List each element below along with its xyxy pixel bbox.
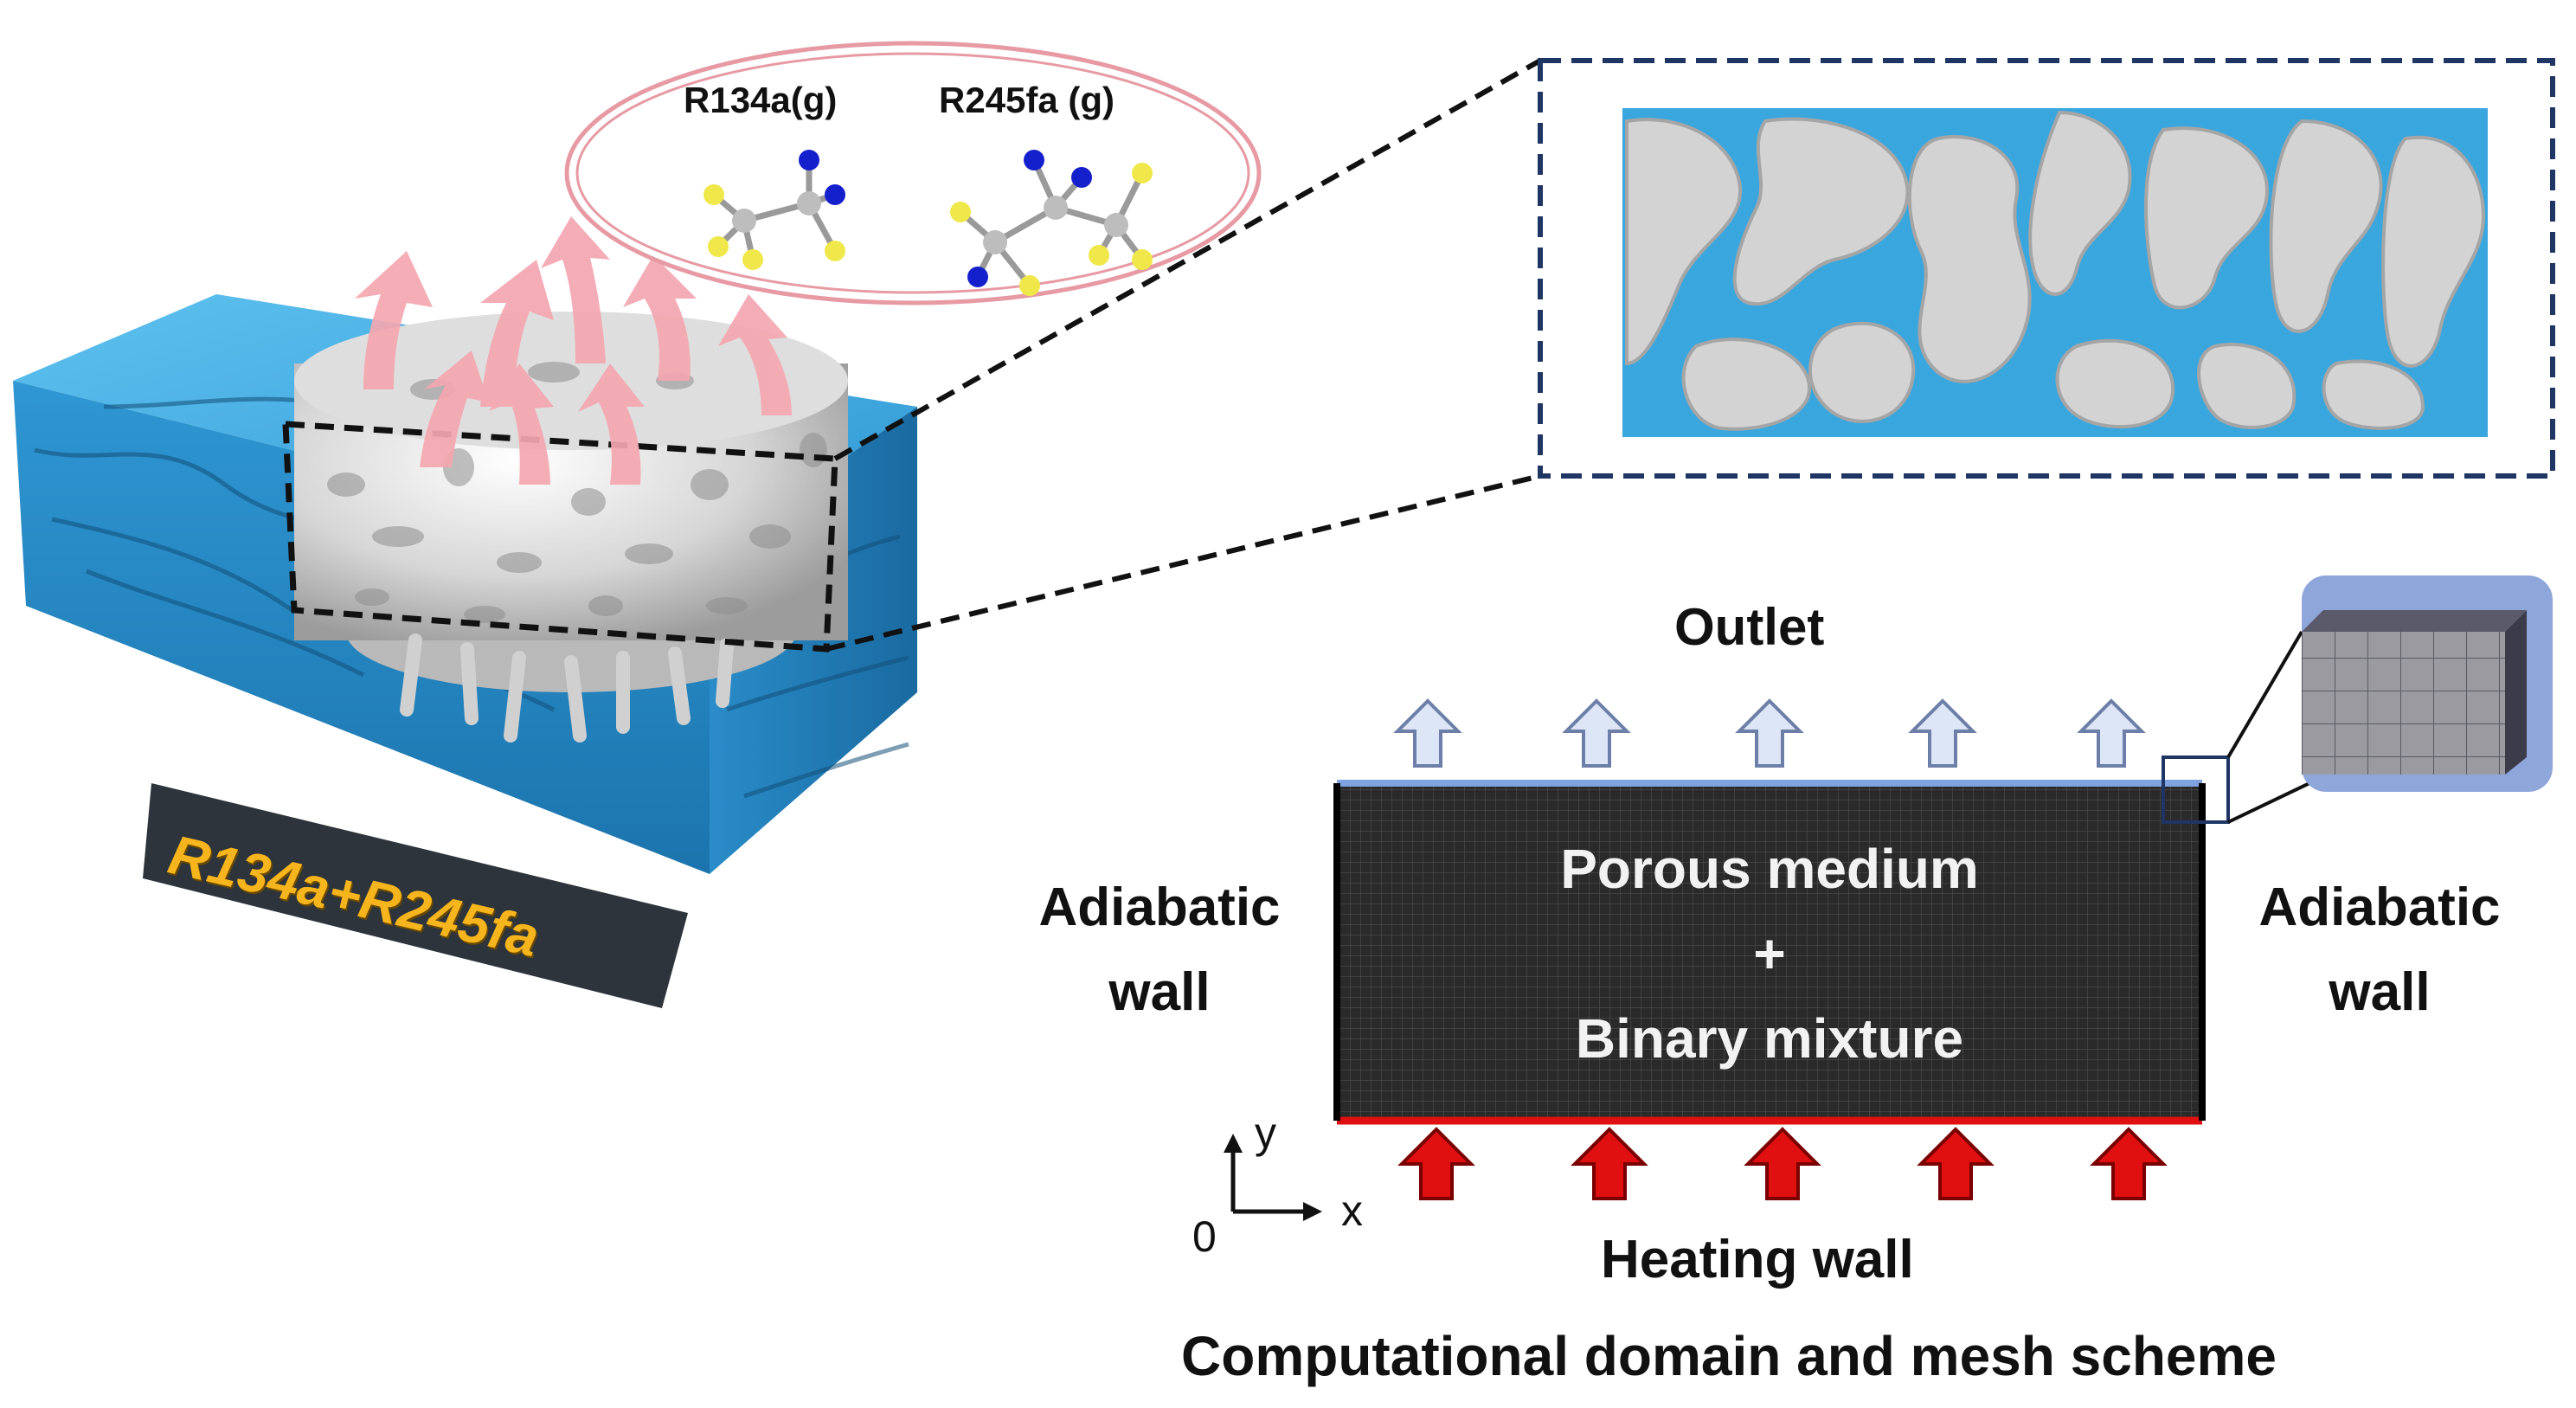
zoom-connector-bottom (826, 476, 1540, 649)
outlet-arrow (1566, 701, 1627, 766)
outlet-arrow (1397, 701, 1458, 766)
molecule-ring-outer (567, 43, 1259, 303)
domain-inner-label: Porous medium + Binary mixture (1337, 826, 2202, 1081)
r245fa-label: R245fa (g) (939, 80, 1115, 121)
right-wall-line2: wall (2232, 950, 2527, 1035)
r134a-label: R134a(g) (684, 80, 837, 121)
inner-line-porous: Porous medium (1337, 826, 2202, 911)
mesh-inset-top (2302, 610, 2527, 632)
heating-arrow (2094, 1129, 2163, 1199)
mesh-inset-grid (2302, 632, 2505, 775)
outlet-arrow (1739, 701, 1800, 766)
left-wall-line2: wall (1012, 950, 1307, 1035)
zoom-panel (1540, 61, 2553, 476)
inner-line-plus: + (1337, 911, 2202, 996)
outlet-arrow (1912, 701, 1973, 766)
left-wall-label: Adiabatic wall (1012, 865, 1307, 1035)
heating-arrow (1575, 1129, 1644, 1199)
mesh-zoom-connector (2228, 632, 2302, 757)
heating-arrow (1402, 1129, 1471, 1199)
axis-origin-label: 0 (1192, 1212, 1217, 1262)
y-axis-arrowhead (1224, 1134, 1243, 1153)
x-axis-arrowhead (1303, 1202, 1322, 1221)
left-wall-line1: Adiabatic (1012, 865, 1307, 950)
heating-wall-label: Heating wall (1601, 1229, 1914, 1290)
heating-arrows (1402, 1129, 2163, 1199)
outlet-label: Outlet (1674, 597, 1824, 657)
right-wall-line1: Adiabatic (2232, 865, 2527, 950)
outlet-arrows (1397, 701, 2142, 766)
heating-arrow (1921, 1129, 1990, 1199)
inner-line-mixture: Binary mixture (1337, 996, 2202, 1081)
mesh-inset-side (2505, 610, 2527, 775)
axis-y-label: y (1255, 1108, 1276, 1158)
molecule-callout (567, 43, 1259, 303)
figure-caption: Computational domain and mesh scheme (1181, 1324, 2277, 1388)
axis-x-label: x (1341, 1186, 1363, 1236)
outlet-arrow (2081, 701, 2142, 766)
right-wall-label: Adiabatic wall (2232, 865, 2527, 1035)
heating-arrow (1748, 1129, 1817, 1199)
